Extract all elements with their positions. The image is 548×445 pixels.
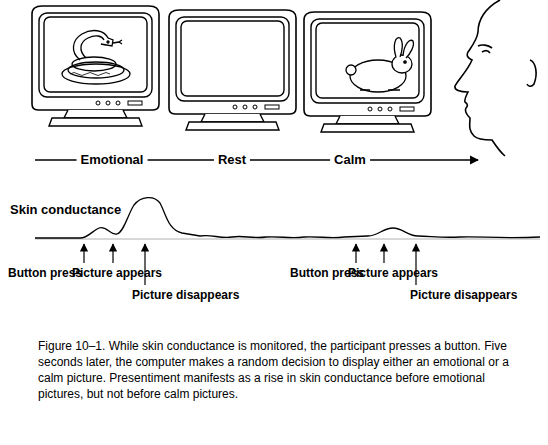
rabbit-picture	[346, 38, 413, 92]
event-label: Picture disappears	[132, 288, 239, 302]
trace-baseline	[35, 239, 540, 240]
event-label: Picture appears	[72, 266, 162, 280]
monitor-calm	[304, 12, 431, 132]
snake-picture	[62, 31, 130, 84]
phase-label: Calm	[330, 153, 370, 167]
face-profile	[455, 0, 536, 156]
monitor-rest	[169, 10, 296, 130]
axis-label: Skin conductance	[10, 203, 121, 217]
event-label: Picture disappears	[410, 288, 517, 302]
event-label: Button press	[8, 266, 82, 280]
monitor-emotional	[32, 6, 159, 126]
event-label: Picture appears	[348, 266, 438, 280]
phase-label: Emotional	[77, 153, 148, 167]
figure-caption: Figure 10–1. While skin conductance is m…	[38, 338, 516, 402]
phase-label: Rest	[214, 153, 250, 167]
